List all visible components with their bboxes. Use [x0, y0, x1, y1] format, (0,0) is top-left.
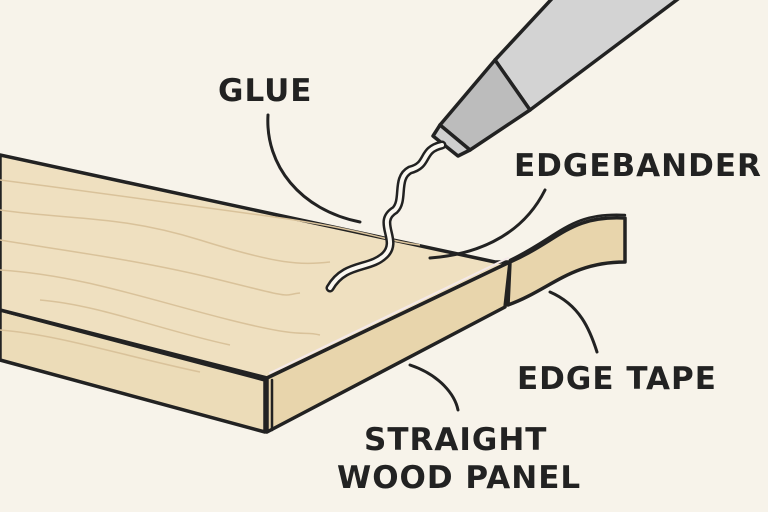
- wood-grain: [0, 179, 421, 373]
- leader-lines: [266, 113, 599, 412]
- label-glue: GLUE: [218, 73, 313, 109]
- edgebander-pen: [431, 0, 680, 158]
- label-edge-tape: EDGE TAPE: [517, 361, 717, 397]
- label-straight: STRAIGHT: [364, 422, 548, 458]
- glue-bead: [325, 140, 447, 293]
- label-wood-panel: WOOD PANEL: [337, 460, 582, 496]
- edge-tape-shape: [506, 216, 627, 307]
- label-edgebander: EDGEBANDER: [514, 148, 762, 184]
- panel-front-edge: [265, 260, 512, 434]
